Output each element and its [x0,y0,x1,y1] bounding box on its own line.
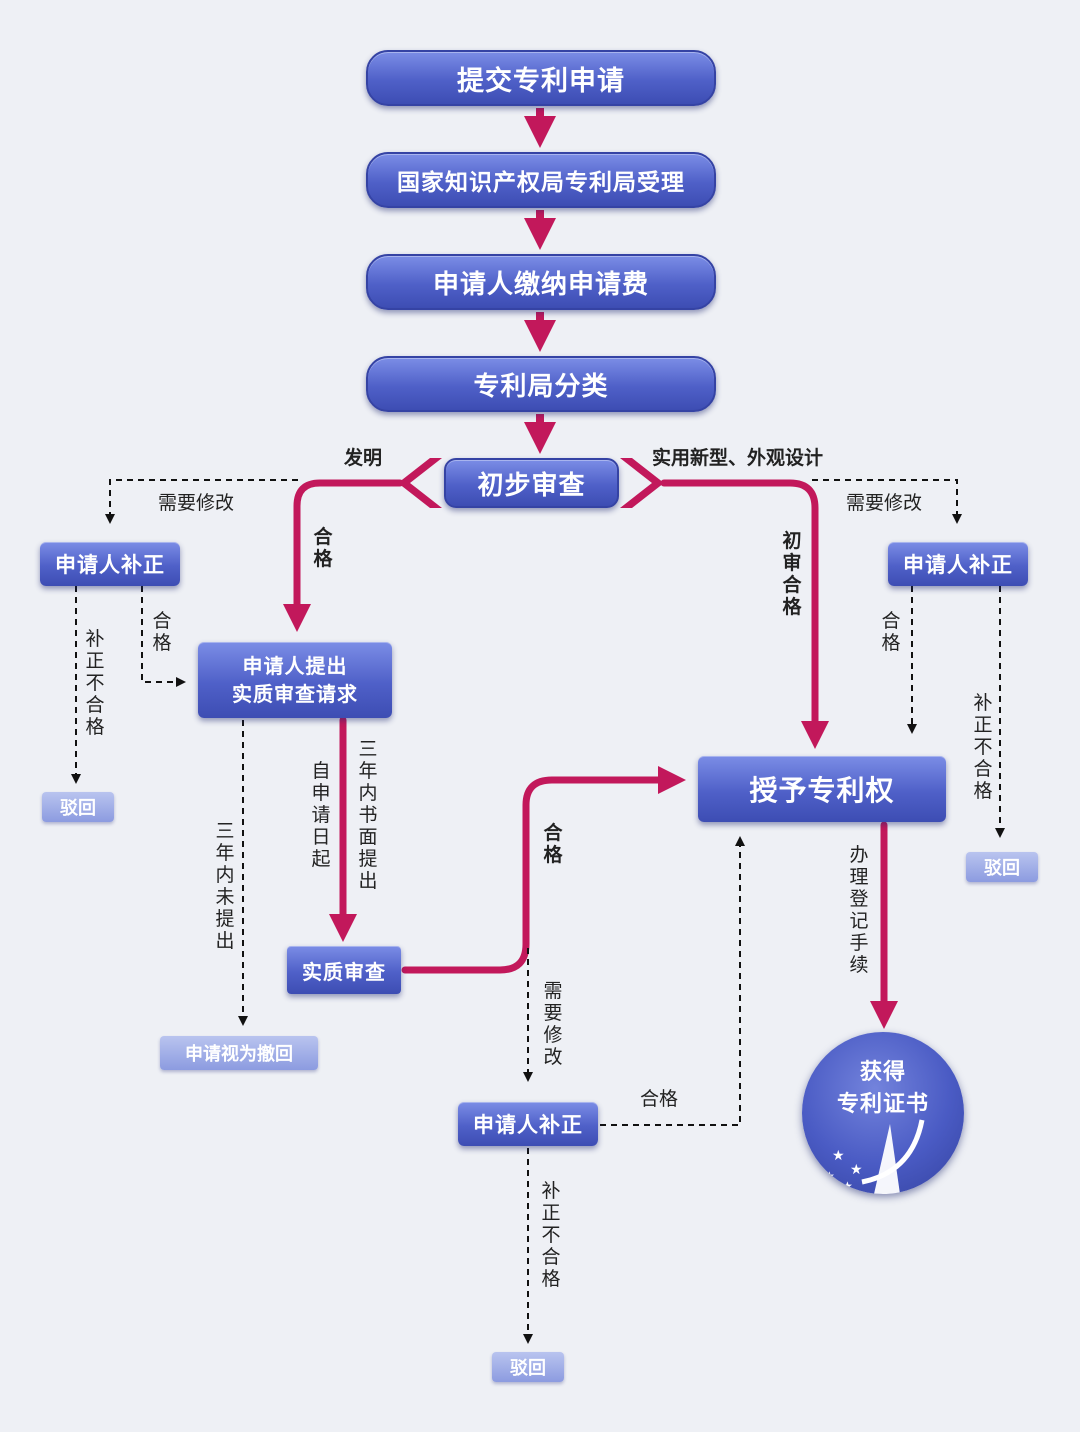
registration-label: 办理登记手续 [849,844,869,976]
prelim-qualified-label: 初审合格 [782,530,802,618]
from-filing-date-label: 自申请日起 [311,760,331,870]
right-correction-box: 申请人补正 [888,542,1028,586]
submit-application-box: 提交专利申请 [366,50,716,106]
correction-failed-bottom-label: 补正不合格 [541,1180,561,1290]
curved-flow-arrows [283,479,898,1029]
substantive-request-box: 申请人提出 实质审查请求 [198,642,392,718]
substantive-request-line-2: 实质审查请求 [232,682,358,706]
certificate-line-1: 获得 [859,1060,906,1085]
qualified-substantive-label: 合格 [543,822,563,866]
substantive-request-line-1: 申请人提出 [242,654,348,678]
right-chevron [620,458,664,508]
certificate-line-2: 专利证书 [836,1092,929,1117]
svg-text:★: ★ [850,1162,863,1178]
reject-right-box: 驳回 [966,852,1038,882]
utility-design-label: 实用新型、外观设计 [652,447,824,469]
qualified-left-label: 合格 [152,610,172,654]
substantive-exam-box: 实质审查 [287,946,401,994]
three-years-not-filed-label: 三年内未提出 [215,820,235,952]
seal-emblem-icon: ★ ★ ★ ★ [824,1119,925,1194]
correction-failed-right-label: 补正不合格 [973,692,993,802]
svg-text:★: ★ [824,1169,835,1183]
need-modify-bottom-label: 需要修改 [543,980,563,1068]
invention-label: 发明 [344,447,383,469]
patent-office-acceptance-box: 国家知识产权局专利局受理 [366,152,716,208]
left-chevron [398,458,442,508]
dashed-connectors [71,479,1005,1344]
svg-text:★: ★ [832,1148,845,1164]
correction-failed-left-label: 补正不合格 [85,628,105,738]
within-three-years-label: 三年内书面提出 [358,738,378,892]
preliminary-exam-box: 初步审查 [444,458,619,508]
grant-patent-box: 授予专利权 [698,756,946,822]
classification-box: 专利局分类 [366,356,716,412]
reject-left-box: 驳回 [42,792,114,822]
deemed-withdrawn-box: 申请视为撤回 [160,1036,318,1070]
patent-certificate-seal: 获得 专利证书 ★ ★ ★ ★ [802,1032,964,1194]
reject-bottom-box: 驳回 [492,1352,564,1382]
pay-fee-box: 申请人缴纳申请费 [366,254,716,310]
left-correction-box: 申请人补正 [40,542,180,586]
svg-text:★: ★ [842,1179,853,1193]
qualified-bottom-label: 合格 [640,1088,679,1110]
bottom-correction-box: 申请人补正 [458,1102,598,1146]
qualified-main-label: 合格 [313,526,333,570]
qualified-right-label: 合格 [881,610,901,654]
need-modify-left-label: 需要修改 [158,492,235,514]
need-modify-right-label: 需要修改 [846,492,923,514]
